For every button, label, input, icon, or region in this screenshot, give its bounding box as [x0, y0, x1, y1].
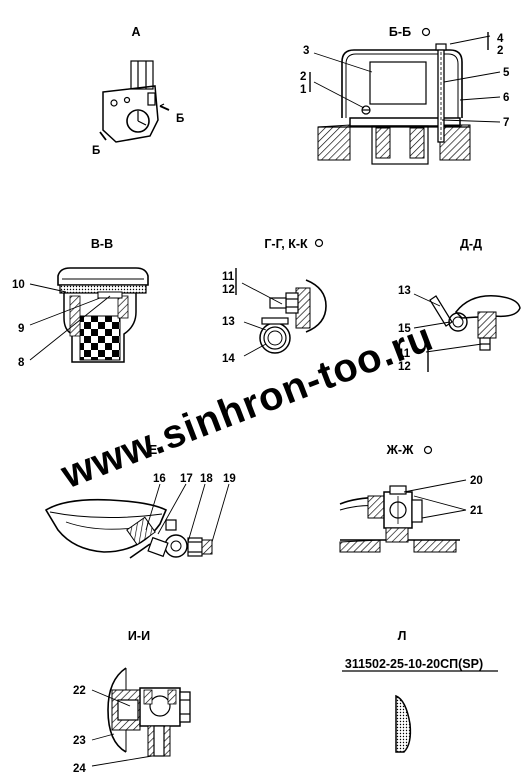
view-ii-title: И-И: [128, 629, 150, 643]
view-a: А Б Б: [92, 25, 184, 157]
view-gg-callout-14: 14: [222, 353, 235, 365]
view-zz-callout-20: 20: [470, 475, 483, 487]
view-gg-callout-12: 12: [222, 284, 235, 296]
view-e-callout-18: 18: [200, 473, 213, 485]
view-bb-rotation-mark-icon: [421, 27, 431, 37]
view-gg: Г-Г, К-К 11 12 13 14: [222, 237, 327, 365]
view-dd-title: Д-Д: [460, 237, 482, 251]
view-bb-title: Б-Б: [389, 25, 411, 39]
view-dd-callout-15: 15: [398, 323, 411, 335]
view-bb-callout-5: 5: [503, 67, 510, 79]
view-vv-callout-10: 10: [12, 279, 25, 291]
view-zz-callout-21: 21: [470, 505, 483, 517]
view-zz-title: Ж-Ж: [386, 443, 414, 457]
view-bb-callout-3: 3: [303, 45, 309, 57]
view-ii-callout-24: 24: [73, 763, 86, 775]
view-vv-callout-8: 8: [18, 357, 25, 369]
view-e-title: Е: [149, 443, 157, 457]
view-ii: И-И 22 23 24: [73, 629, 191, 775]
part-code: 311502-25-10-20СП(SP): [345, 657, 483, 671]
view-gg-title: Г-Г, К-К: [264, 237, 308, 251]
view-ii-callout-23: 23: [73, 735, 86, 747]
view-bb-callout-2-left: 2: [300, 71, 306, 83]
view-vv-callout-9: 9: [18, 323, 24, 335]
view-gg-rotation-mark-icon: [314, 238, 324, 248]
view-ii-callout-22: 22: [73, 685, 86, 697]
view-bb-callout-7: 7: [503, 117, 509, 129]
view-bb-callout-6: 6: [503, 92, 509, 104]
view-e-callout-19: 19: [223, 473, 236, 485]
view-dd: Д-Д 13 15 11 12: [398, 237, 521, 373]
view-bb: Б-Б 4 2 3 2 1 5 6: [300, 25, 510, 165]
view-l: Л 311502-25-10-20СП(SP): [342, 629, 498, 753]
view-bb-callout-2-top: 2: [497, 45, 503, 57]
view-e-callout-16: 16: [153, 473, 166, 485]
view-zz-rotation-mark-icon: [423, 445, 433, 455]
view-dd-callout-11: 11: [398, 348, 411, 360]
view-a-title: А: [131, 25, 140, 39]
view-dd-callout-12: 12: [398, 361, 411, 373]
view-dd-callout-13: 13: [398, 285, 411, 297]
view-a-section-mark-upper: Б: [176, 113, 184, 125]
view-e: Е 16 17 18 19: [44, 443, 236, 559]
view-zz: Ж-Ж 20 21: [339, 443, 483, 553]
view-gg-callout-11: 11: [222, 271, 235, 283]
view-a-section-mark-lower: Б: [92, 145, 100, 157]
view-l-title: Л: [398, 629, 407, 643]
view-vv-title: В-В: [91, 237, 113, 251]
view-e-callout-17: 17: [180, 473, 193, 485]
view-vv: В-В 10 9 8: [12, 237, 149, 369]
view-bb-callout-1: 1: [300, 84, 307, 96]
view-bb-callout-4: 4: [497, 33, 504, 45]
view-gg-callout-13: 13: [222, 316, 235, 328]
